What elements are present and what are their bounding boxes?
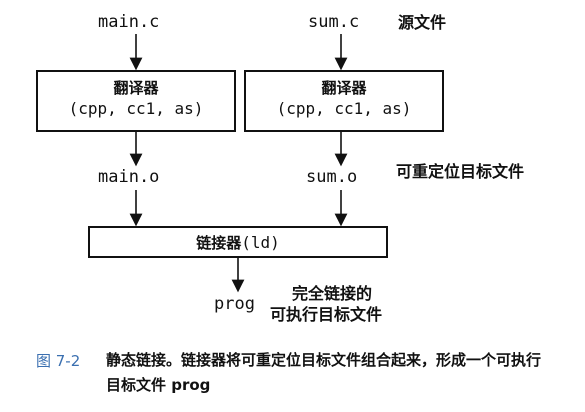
source-files-label: 源文件 [398,13,447,32]
object-file-sum-o: sum.o [306,167,358,187]
executable-label-line2: 可执行目标文件 [270,305,383,324]
output-file-prog: prog [214,294,255,314]
translator-tools: (cpp, cc1, as) [276,99,412,118]
translator-box-right: 翻译器 (cpp, cc1, as) [244,70,444,132]
translator-title: 翻译器 [113,79,159,97]
source-file-main-c: main.c [98,12,160,32]
object-file-main-o: main.o [98,167,160,187]
translator-box-left: 翻译器 (cpp, cc1, as) [36,70,236,132]
source-file-sum-c: sum.c [308,12,360,32]
figure-label: 图 7-2 [36,352,81,370]
relocatable-object-files-label: 可重定位目标文件 [396,162,525,181]
executable-label-line1: 完全链接的 [292,284,373,303]
translator-tools: (cpp, cc1, as) [68,99,204,118]
linker-tool: (ld) [241,232,280,252]
linker-box: 链接器 (ld) [88,226,388,258]
translator-title: 翻译器 [321,79,367,97]
linker-title: 链接器 [196,233,242,252]
figure-caption-text: 静态链接。链接器将可重定位目标文件组合起来，形成一个可执行目标文件 prog [106,351,542,394]
